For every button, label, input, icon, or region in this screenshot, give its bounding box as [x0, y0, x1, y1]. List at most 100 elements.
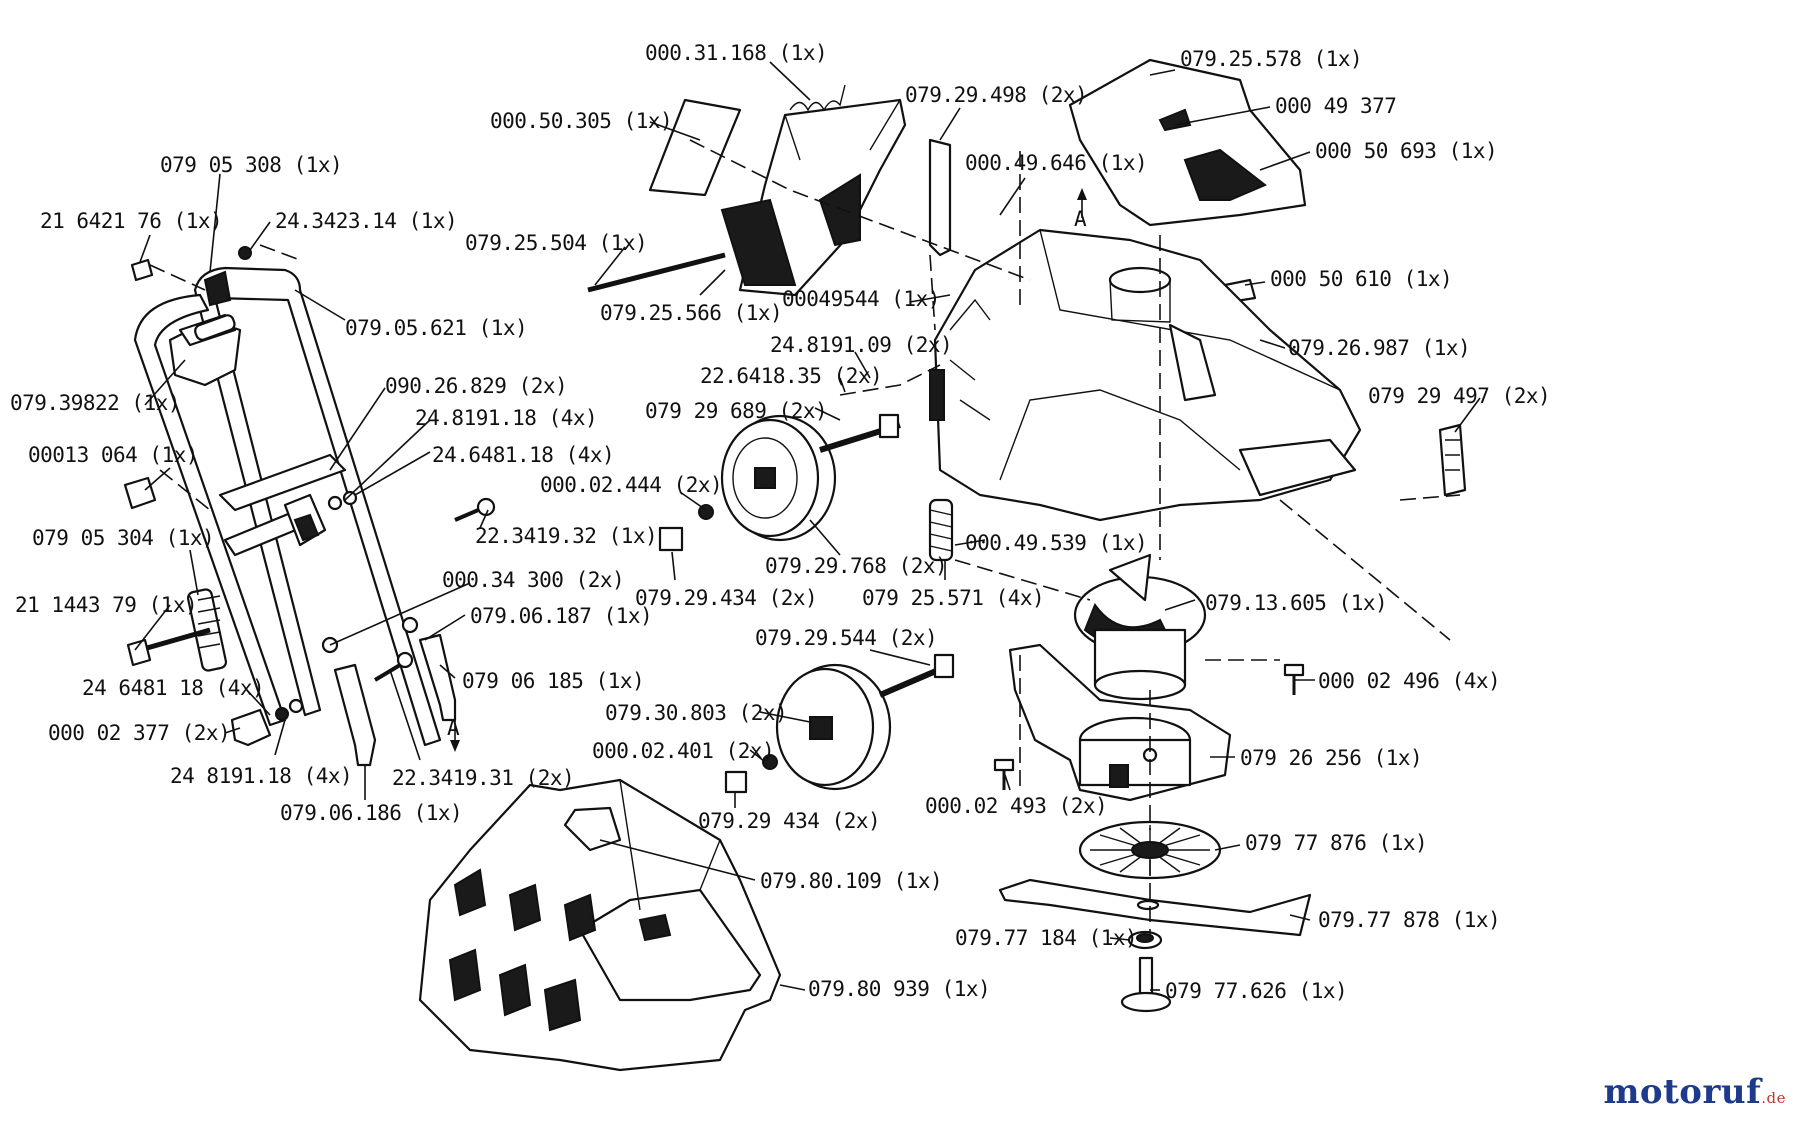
- part-label: 24.3423.14 (1x): [275, 209, 457, 233]
- part-label: 079.29.434 (2x): [635, 586, 817, 610]
- adjust-spring: [928, 498, 954, 562]
- handle-knob: [283, 493, 327, 547]
- part-label: 079.25.578 (1x): [1180, 47, 1362, 71]
- brand-name: motoruf: [1603, 1072, 1762, 1112]
- washer-a: [327, 495, 343, 511]
- part-label: 079 25.571 (4x): [862, 586, 1044, 610]
- part-label: 22.3419.31 (2x): [392, 766, 574, 790]
- part-label: 079.80 939 (1x): [808, 977, 990, 1001]
- part-label: 22.3419.32 (1x): [475, 524, 657, 548]
- part-label: 24.8191.09 (2x): [770, 333, 952, 357]
- switch-box: [168, 313, 242, 387]
- part-label: 21 1443 79 (1x): [15, 593, 197, 617]
- washer-b: [342, 490, 358, 506]
- part-label: 079 05 304 (1x): [32, 526, 214, 550]
- rear-wheel: [720, 414, 837, 542]
- blade: [998, 878, 1312, 937]
- part-label: 079.29 434 (2x): [698, 809, 880, 833]
- part-label: 079.29.544 (2x): [755, 626, 937, 650]
- part-label: 079.77 878 (1x): [1318, 908, 1500, 932]
- part-label: 000.49.539 (1x): [965, 531, 1147, 555]
- part-label: 079 29 689 (2x): [645, 399, 827, 423]
- top-cover: [1068, 58, 1307, 227]
- blade-bolt: [1120, 956, 1172, 1013]
- clamp-nut: [238, 246, 252, 260]
- part-label: 079.13.605 (1x): [1205, 591, 1387, 615]
- part-label: 00049544 (1x): [782, 287, 940, 311]
- bracket: [928, 138, 952, 257]
- part-labels: 000.31.168 (1x) 079.25.578 (1x) 079.29.4…: [10, 41, 1551, 1003]
- part-label: 000.50.305 (1x): [490, 109, 672, 133]
- clamp-screw: [130, 258, 154, 282]
- nut-b: [288, 698, 304, 714]
- part-label: 000.02.401 (2x): [592, 739, 774, 763]
- fan: [1078, 820, 1222, 880]
- part-label: 22.6418.35 (2x): [700, 364, 882, 388]
- axle-bolt: [819, 413, 901, 453]
- rod: [587, 252, 726, 293]
- front-wheel: [775, 663, 892, 791]
- part-label: 000 02 377 (2x): [48, 721, 230, 745]
- part-label: 079.77 184 (1x): [955, 926, 1137, 950]
- leader-lines: [134, 61, 1481, 991]
- part-label: 090.26.829 (2x): [385, 374, 567, 398]
- part-label: 079.30.803 (2x): [605, 701, 787, 725]
- section-mark-upper: A: [1074, 188, 1088, 231]
- part-label: 000 50 693 (1x): [1315, 139, 1497, 163]
- part-label: 079 29 497 (2x): [1368, 384, 1550, 408]
- spring: [789, 84, 846, 112]
- part-label: 079 26 256 (1x): [1240, 746, 1422, 770]
- assembly-lines: [149, 139, 1461, 940]
- mount-screw-2: [1283, 663, 1305, 695]
- handle-bolt: [126, 627, 211, 667]
- part-label: 24 8191.18 (4x): [170, 764, 352, 788]
- height-adjuster: [1438, 423, 1467, 497]
- part-label: 079 77 876 (1x): [1245, 831, 1427, 855]
- part-label: 079.39822 (1x): [10, 391, 180, 415]
- nut-2: [762, 754, 778, 770]
- svg-text:A: A: [1074, 207, 1087, 231]
- part-label: 079.25.504 (1x): [465, 231, 647, 255]
- lower-handle-left: [333, 663, 377, 767]
- rear-deflector: [720, 98, 907, 297]
- part-label: 079.06.187 (1x): [470, 604, 652, 628]
- part-label: 000.02 493 (2x): [925, 794, 1107, 818]
- motor: [1073, 553, 1207, 701]
- part-label: 079.80.109 (1x): [760, 869, 942, 893]
- part-label: 079.05.621 (1x): [345, 316, 527, 340]
- cable-clip: [123, 476, 157, 510]
- spacer-b: [401, 616, 419, 634]
- part-label: 079.29.498 (2x): [905, 83, 1087, 107]
- mount-screw: [993, 758, 1015, 790]
- part-label: 000.02.444 (2x): [540, 473, 722, 497]
- brand-domain: .de: [1761, 1089, 1786, 1107]
- part-label: 000.34 300 (2x): [442, 568, 624, 592]
- part-label: 000 02 496 (4x): [1318, 669, 1500, 693]
- part-label: 079.25.566 (1x): [600, 301, 782, 325]
- part-label: 000.49.646 (1x): [965, 151, 1147, 175]
- motor-mount: [1008, 643, 1232, 802]
- part-label: 24.8191.18 (4x): [415, 406, 597, 430]
- part-label: 079.06.186 (1x): [280, 801, 462, 825]
- grass-box: [418, 778, 782, 1072]
- part-label: 000 50 610 (1x): [1270, 267, 1452, 291]
- part-label: 21 6421 76 (1x): [40, 209, 222, 233]
- hub-cap-2: [724, 770, 748, 794]
- part-label: 079 06 185 (1x): [462, 669, 644, 693]
- part-label: 079 77.626 (1x): [1165, 979, 1347, 1003]
- part-label: 079.29.768 (2x): [765, 554, 947, 578]
- part-label: 000.31.168 (1x): [645, 41, 827, 65]
- side-flap: [648, 98, 742, 197]
- section-mark-lower: A: [447, 716, 461, 752]
- part-label: 079.26.987 (1x): [1288, 336, 1470, 360]
- star-knob: [230, 708, 272, 747]
- front-axle-bolt: [878, 653, 955, 698]
- watermark-logo: motoruf.de: [1603, 1072, 1786, 1112]
- mower-deck: [929, 228, 1362, 522]
- part-label: 000 49 377: [1275, 94, 1396, 118]
- svg-text:A: A: [447, 716, 460, 740]
- hub-cap: [658, 526, 684, 552]
- part-label: 24.6481.18 (4x): [432, 443, 614, 467]
- handle-clamp: [203, 270, 232, 307]
